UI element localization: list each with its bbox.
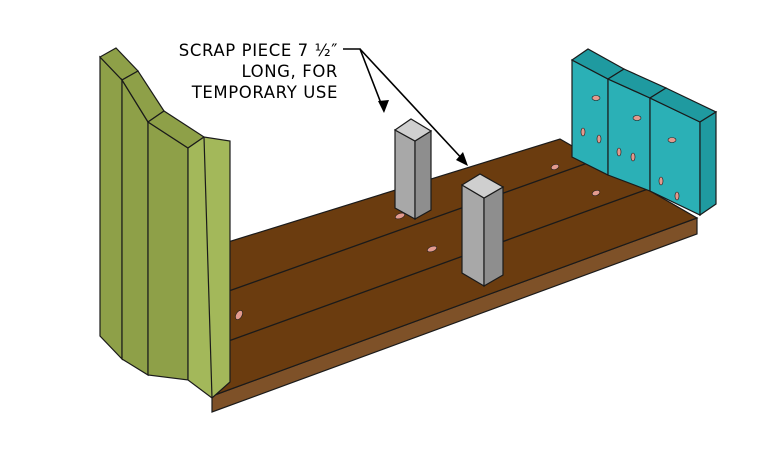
plank-seam: [211, 159, 597, 298]
screw-hole: [580, 127, 586, 137]
left-end-panel: [99, 47, 231, 399]
block-side: [414, 129, 432, 221]
screw-hole: [550, 163, 560, 171]
leader-line: [343, 48, 385, 112]
floor-base: [211, 138, 699, 413]
arrow-head: [378, 100, 389, 113]
scrap-piece-callout: SCRAP PIECE 7 ½″ LONG, FOR TEMPORARY USE: [112, 40, 338, 103]
screw-hole: [591, 95, 601, 101]
green-slat-side: [121, 77, 149, 377]
scrap-block-front: [460, 173, 505, 288]
screw-hole: [596, 134, 602, 144]
block-front: [461, 183, 485, 288]
block-side: [483, 185, 504, 288]
screw-hole: [591, 189, 601, 197]
screw-hole: [426, 245, 438, 253]
screw-hole: [630, 152, 636, 162]
screw-hole: [394, 212, 406, 220]
green-panel-front: [187, 136, 231, 399]
floor-screw-holes: [235, 163, 601, 320]
callout-leaders: [343, 48, 468, 166]
block-top: [393, 118, 433, 142]
screw-hole: [667, 137, 677, 143]
callout-line-1: SCRAP PIECE 7 ½″: [178, 41, 338, 60]
arrow-head: [456, 152, 468, 166]
teal-slat: [571, 59, 609, 176]
screw-hole: [235, 310, 243, 320]
screw-hole: [674, 191, 680, 201]
block-front: [394, 128, 416, 221]
screw-hole: [632, 115, 642, 121]
green-slat-side: [147, 120, 189, 381]
slat-seam: [203, 136, 213, 399]
leader-line: [359, 48, 467, 164]
callout-line-3: TEMPORARY USE: [191, 83, 338, 102]
screw-hole: [658, 176, 664, 186]
plank-seam: [211, 188, 649, 348]
screw-hole: [616, 147, 622, 157]
scrap-block-back: [393, 118, 433, 221]
panel-screw-holes: [580, 95, 680, 201]
right-end-panel: [570, 48, 718, 217]
teal-panel-edge: [699, 110, 717, 217]
block-top: [460, 173, 505, 199]
callout-line-2: LONG, FOR: [241, 62, 338, 81]
